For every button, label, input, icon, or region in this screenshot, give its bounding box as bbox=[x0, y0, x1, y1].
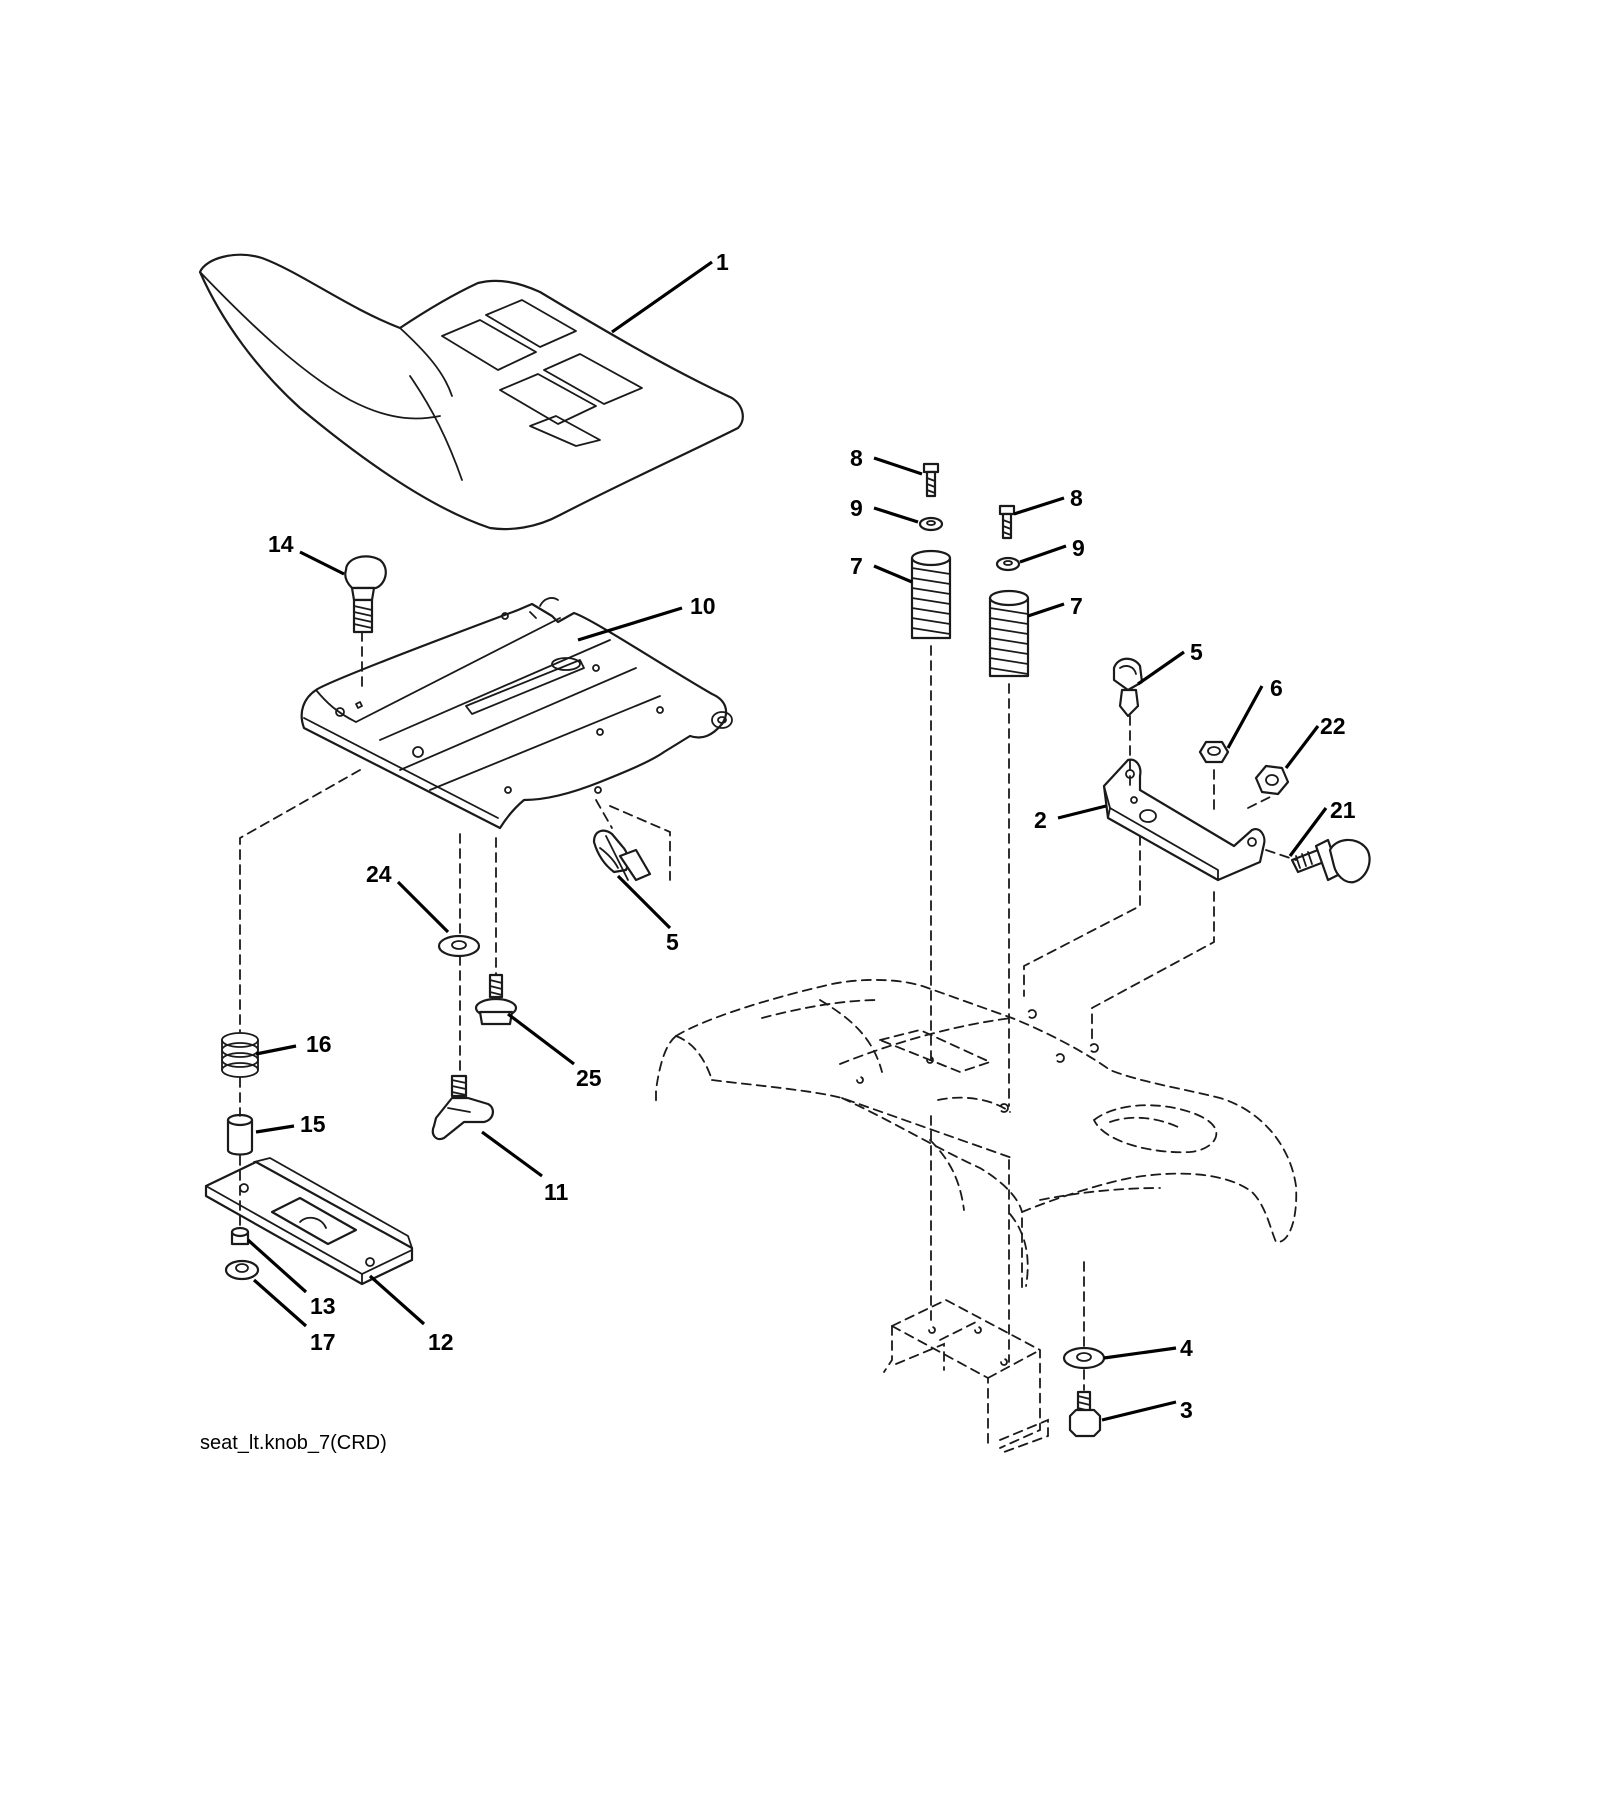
wire-clip-part-right bbox=[1112, 657, 1144, 718]
callout-9-left: 9 bbox=[850, 495, 863, 521]
nut-part-13 bbox=[230, 1226, 250, 1246]
callout-labels: 1 14 10 24 5 25 16 15 11 13 17 12 8 9 7 … bbox=[268, 249, 1356, 1423]
callout-10: 10 bbox=[690, 593, 716, 619]
hex-bolt-part-3 bbox=[1068, 1390, 1102, 1438]
callout-11: 11 bbox=[544, 1179, 569, 1205]
callout-1: 1 bbox=[716, 249, 729, 275]
callout-14: 14 bbox=[268, 531, 294, 557]
callout-9-right: 9 bbox=[1072, 535, 1085, 561]
adjustment-knob-part bbox=[431, 1074, 494, 1141]
washer-part-9-right bbox=[995, 556, 1021, 572]
callout-6: 6 bbox=[1270, 675, 1283, 701]
spring-part-7-right bbox=[988, 589, 1030, 678]
washer-part-4 bbox=[1062, 1346, 1106, 1370]
diagram-caption: seat_lt.knob_7(CRD) bbox=[200, 1432, 387, 1454]
right-assembly-centerlines bbox=[930, 645, 1297, 1391]
bolt-part-8-left bbox=[922, 462, 940, 498]
callout-25: 25 bbox=[576, 1065, 602, 1091]
shoulder-bolt-part-21 bbox=[1290, 838, 1371, 884]
callout-8-left: 8 bbox=[850, 445, 863, 471]
callout-4: 4 bbox=[1180, 1335, 1193, 1361]
callout-12: 12 bbox=[428, 1329, 454, 1355]
spring-part-16 bbox=[221, 1032, 259, 1078]
seat-pan-part bbox=[300, 597, 733, 830]
callout-13: 13 bbox=[310, 1293, 336, 1319]
lower-bracket-hidden bbox=[883, 1298, 1049, 1453]
nut-part-22 bbox=[1254, 764, 1290, 796]
washer-part-24 bbox=[437, 934, 481, 958]
leader-lines bbox=[246, 260, 1328, 1422]
callout-7-left: 7 bbox=[850, 553, 863, 579]
callout-21: 21 bbox=[1330, 797, 1356, 823]
wire-clip-part-left bbox=[592, 829, 652, 882]
spacer-part bbox=[226, 1113, 254, 1156]
callout-5-left: 5 bbox=[666, 929, 679, 955]
callout-17: 17 bbox=[310, 1329, 336, 1355]
carriage-bolt-part bbox=[344, 555, 387, 634]
callout-2: 2 bbox=[1034, 807, 1047, 833]
nut-part-6 bbox=[1198, 740, 1230, 764]
callout-7-right: 7 bbox=[1070, 593, 1083, 619]
flange-nut-part-17 bbox=[224, 1259, 260, 1281]
shoulder-bolt-part bbox=[474, 973, 518, 1026]
left-assembly-centerlines bbox=[239, 631, 671, 1231]
callout-3: 3 bbox=[1180, 1397, 1193, 1423]
slide-plate-part bbox=[204, 1157, 414, 1286]
callout-16: 16 bbox=[306, 1031, 332, 1057]
callout-5-right: 5 bbox=[1190, 639, 1203, 665]
callout-24: 24 bbox=[366, 861, 392, 887]
washer-part-9-left bbox=[918, 516, 944, 532]
pivot-bracket-part bbox=[1102, 758, 1266, 882]
spring-part-7-left bbox=[910, 549, 952, 640]
callout-22: 22 bbox=[1320, 713, 1346, 739]
seat-part bbox=[198, 253, 744, 531]
tractor-chassis-hidden bbox=[655, 979, 1298, 1291]
callout-15: 15 bbox=[300, 1111, 326, 1137]
callout-8-right: 8 bbox=[1070, 485, 1083, 511]
bolt-part-8-right bbox=[998, 504, 1016, 540]
